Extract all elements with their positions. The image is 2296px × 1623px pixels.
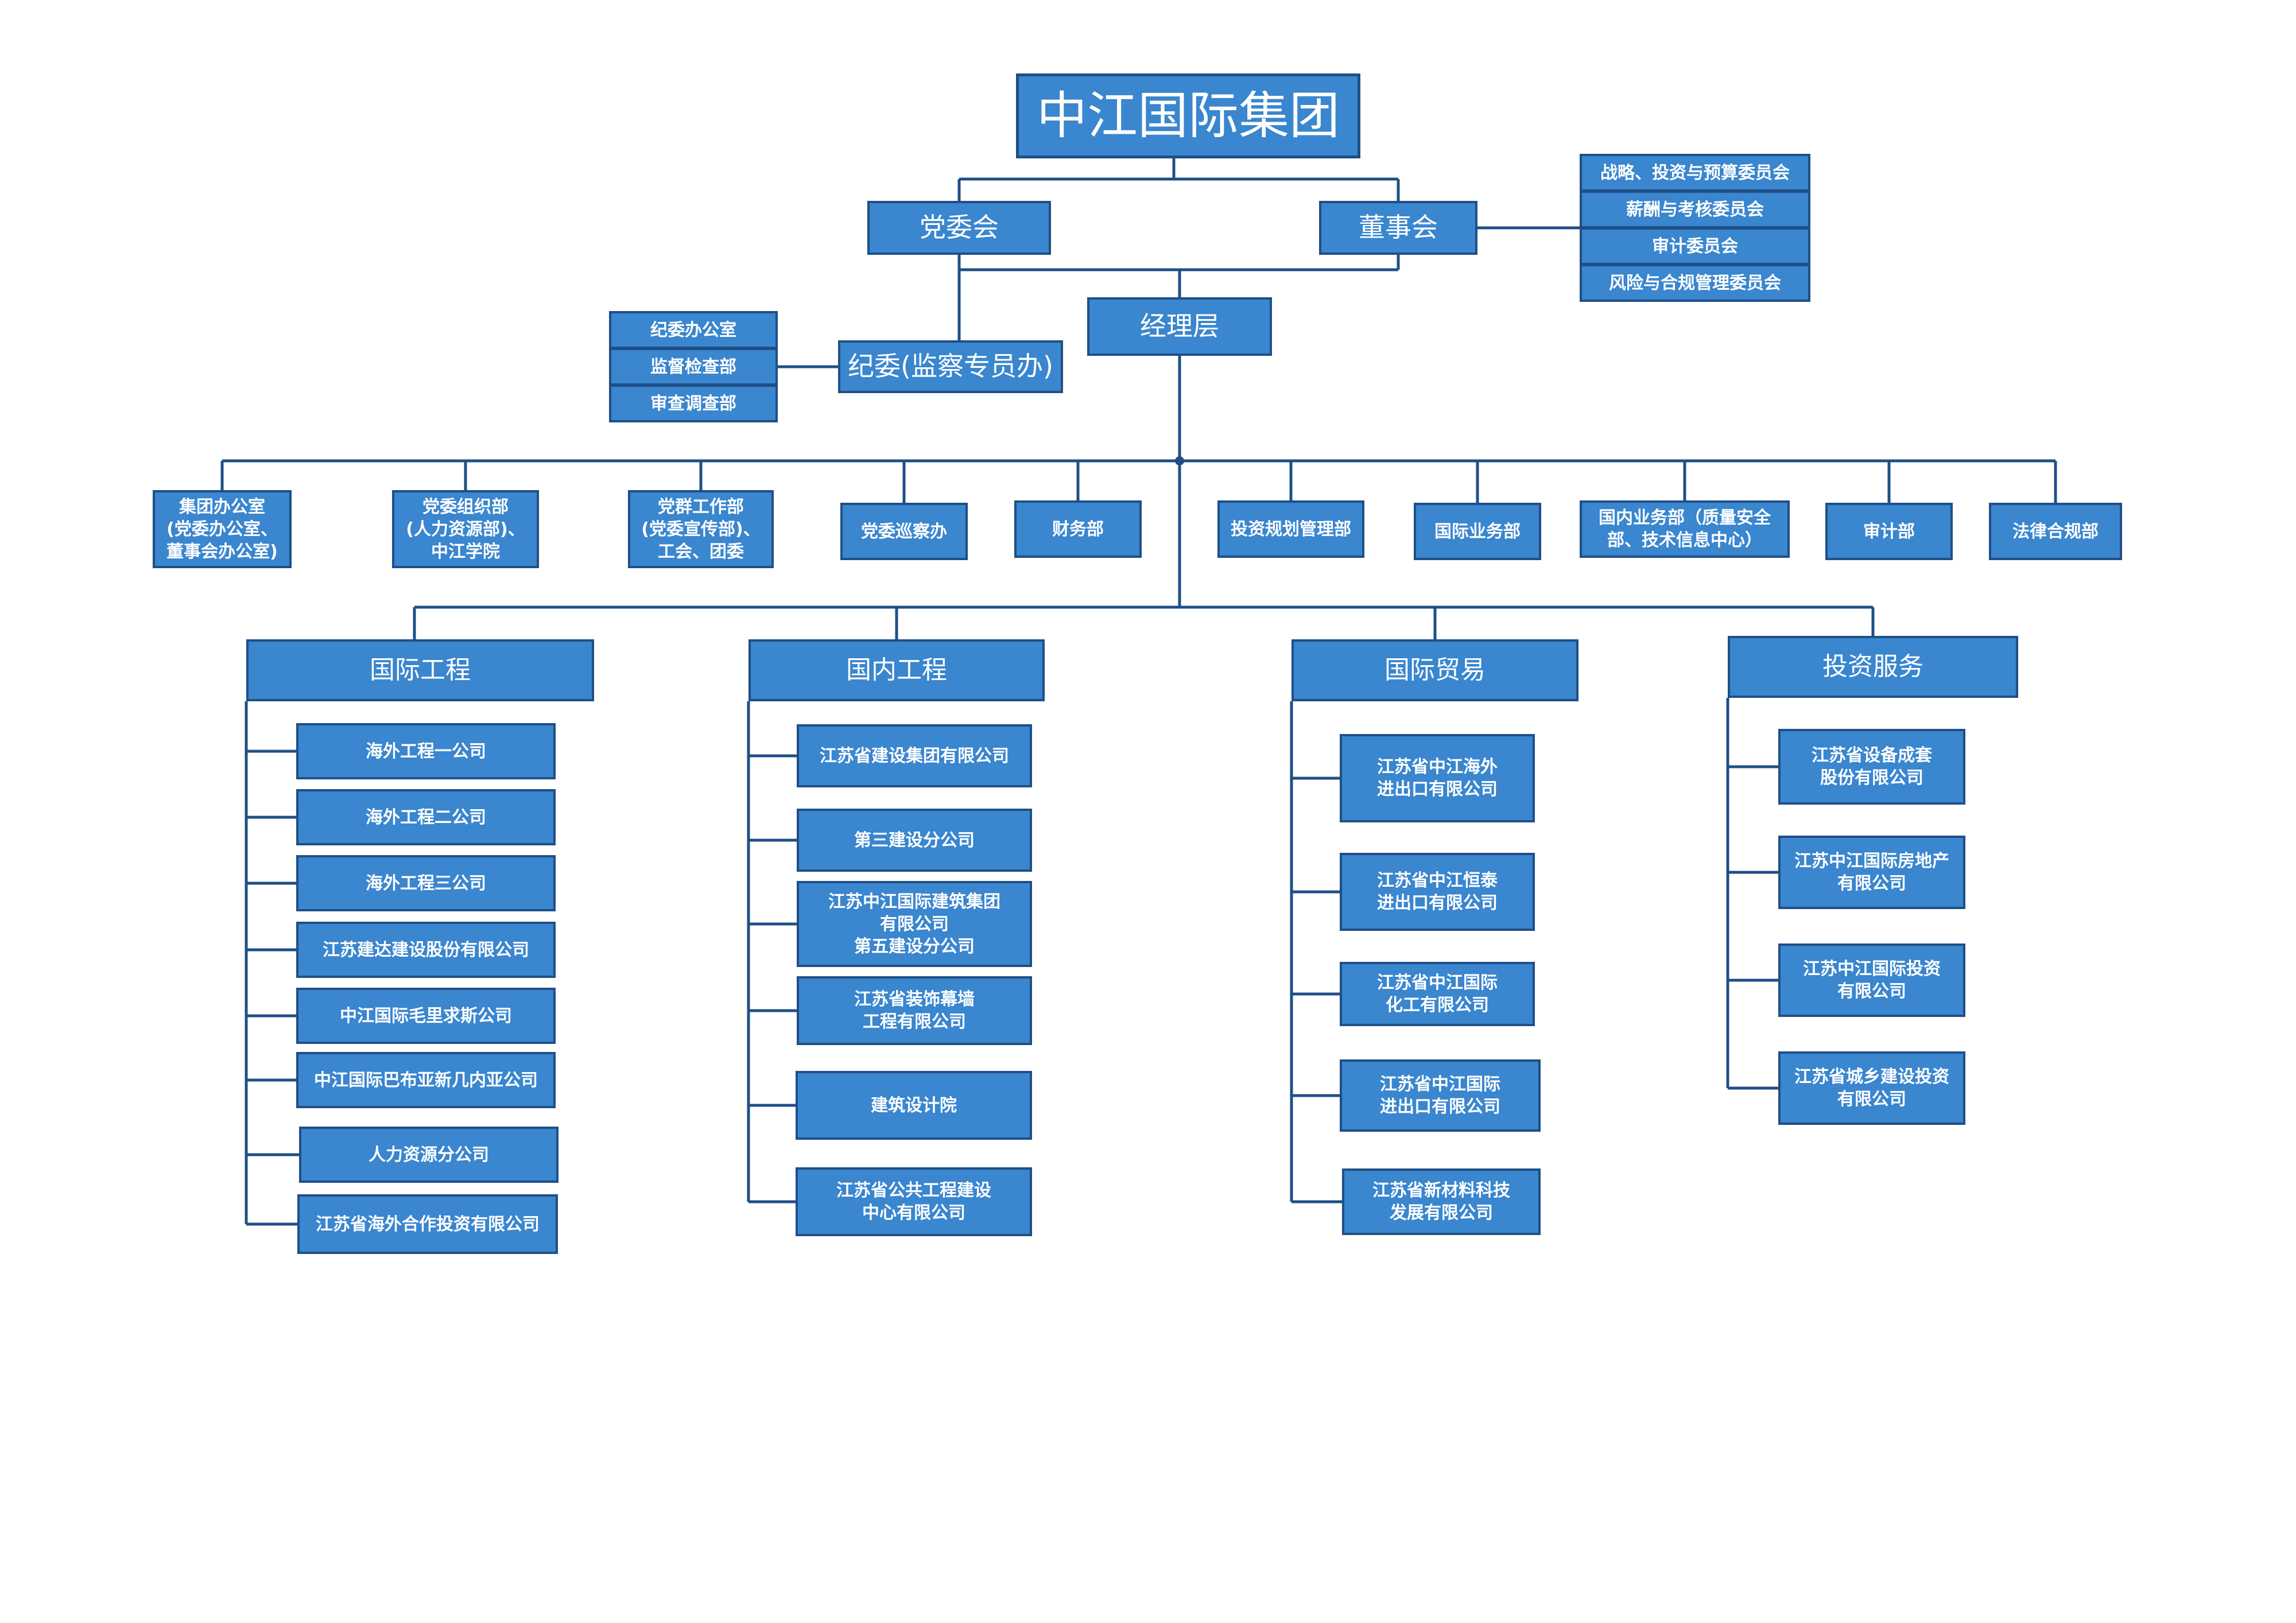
company-node: 人力资源分公司 [299,1127,559,1183]
company-node: 江苏省中江海外 进出口有限公司 [1340,734,1535,822]
root-node-group: 中江国际集团 [1016,73,1360,158]
department-node: 审计部 [1825,503,1953,560]
department-node: 财务部 [1014,500,1142,558]
department-node: 党委巡察办 [840,503,968,560]
company-node: 江苏中江国际房地产 有限公司 [1778,836,1965,909]
board-node: 董事会 [1319,201,1477,255]
junction-dot [1175,456,1184,465]
company-node: 海外工程一公司 [296,723,556,779]
company-node: 第三建设分公司 [797,809,1032,872]
company-node: 海外工程二公司 [296,789,556,845]
board-committee-node: 战略、投资与预算委员会 [1580,154,1810,192]
company-node: 中江国际巴布亚新几内亚公司 [296,1052,556,1108]
sector-node-international-engineering: 国际工程 [246,639,594,701]
discipline-node: 纪委(监察专员办) [838,340,1063,393]
sector-node-international-trade: 国际贸易 [1292,639,1578,701]
department-node: 国内业务部（质量安全 部、技术信息中心） [1580,500,1790,558]
party-committee-node: 党委会 [867,201,1051,255]
board-committee-node: 风险与合规管理委员会 [1580,264,1810,302]
company-node: 海外工程三公司 [296,855,556,911]
management-node: 经理层 [1087,297,1272,356]
department-node: 党群工作部 (党委宣传部)、 工会、团委 [628,490,774,568]
company-node: 江苏省城乡建设投资 有限公司 [1778,1051,1965,1125]
company-node: 江苏省装饰幕墙 工程有限公司 [797,976,1032,1045]
department-node: 国际业务部 [1414,503,1541,560]
company-node: 江苏省设备成套 股份有限公司 [1778,729,1965,805]
department-node: 法律合规部 [1989,503,2122,560]
department-node: 集团办公室 (党委办公室、 董事会办公室) [153,490,292,568]
discipline-dept-node: 监督检查部 [609,348,778,386]
company-node: 江苏省中江国际 进出口有限公司 [1340,1059,1541,1132]
company-node: 江苏省新材料科技 发展有限公司 [1342,1168,1541,1235]
company-node: 江苏省中江恒泰 进出口有限公司 [1340,853,1535,931]
department-node: 投资规划管理部 [1217,500,1364,558]
company-node: 江苏中江国际投资 有限公司 [1778,943,1965,1017]
sector-node-investment-services: 投资服务 [1728,636,2018,698]
company-node: 江苏建达建设股份有限公司 [296,922,556,978]
board-committee-node: 审计委员会 [1580,227,1810,265]
company-node: 江苏省建设集团有限公司 [797,724,1032,787]
board-committee-node: 薪酬与考核委员会 [1580,191,1810,228]
department-node: 党委组织部 (人力资源部)、 中江学院 [392,490,539,568]
sector-node-domestic-engineering: 国内工程 [748,639,1045,701]
company-node: 江苏中江国际建筑集团 有限公司 第五建设分公司 [797,881,1032,967]
discipline-dept-node: 审查调查部 [609,385,778,422]
company-node: 江苏省公共工程建设 中心有限公司 [796,1167,1032,1236]
discipline-dept-node: 纪委办公室 [609,311,778,349]
company-node: 江苏省中江国际 化工有限公司 [1340,962,1535,1026]
company-node: 建筑设计院 [796,1071,1032,1140]
company-node: 江苏省海外合作投资有限公司 [297,1194,558,1254]
company-node: 中江国际毛里求斯公司 [296,988,556,1044]
